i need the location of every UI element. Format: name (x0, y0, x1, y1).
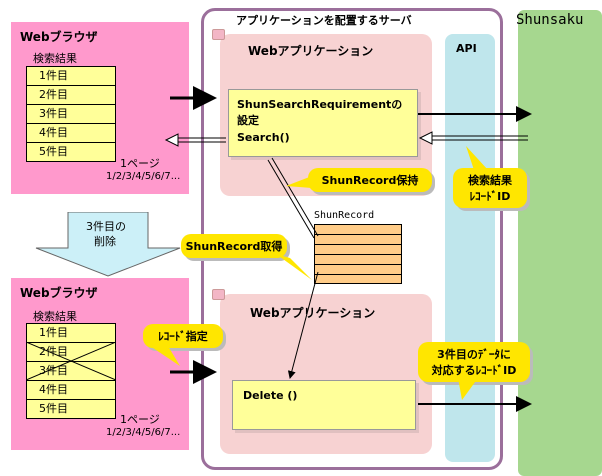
callout-result-record-id: 検索結果 ﾚｺｰﾄﾞID (453, 168, 527, 208)
api-panel (445, 34, 495, 462)
web-app-bottom-title: Webアプリケーション (250, 306, 376, 320)
browser-bottom-results-label: 検索結果 (33, 310, 77, 323)
shunrecord-table (314, 224, 402, 284)
callout-record-specify: ﾚｺｰﾄﾞ指定 (143, 324, 223, 348)
callout-result-line2: ﾚｺｰﾄﾞID (469, 190, 511, 203)
web-app-bottom-tab (212, 289, 225, 300)
table-row (315, 225, 401, 235)
search-call-label: Search() (237, 131, 290, 144)
list-item[interactable]: 5件目 (39, 402, 68, 415)
browser-top-page-label: 1ページ (120, 157, 160, 170)
list-item[interactable]: 1件目 (27, 324, 115, 343)
callout-specify-pointer (150, 346, 180, 366)
get-arrow (287, 271, 319, 379)
list-item[interactable]: 5件目 (39, 145, 68, 158)
callout-delete-pointer (458, 378, 478, 400)
list-item[interactable]: 1件目 (27, 67, 115, 86)
shunsaku-panel (518, 10, 602, 476)
api-label: API (456, 42, 477, 55)
callout-hold-pointer (286, 176, 312, 188)
shunrecord-label: ShunRecord (314, 210, 375, 221)
callout-delete-line1: 3件目のﾃﾞｰﾀに (437, 348, 511, 361)
list-item[interactable]: 4件目 (27, 124, 115, 143)
callout-get-pointer (276, 254, 312, 280)
response-arrowhead-top (164, 133, 179, 147)
hold-arrow-a (267, 159, 315, 239)
search-requirement-label: ShunSearchRequirementの設定 (237, 98, 403, 127)
deleted-row-cross (26, 342, 116, 381)
list-item[interactable]: 3件目 (27, 362, 115, 381)
hold-arrow-b (271, 157, 319, 237)
table-row (315, 245, 401, 255)
browser-top-results-list: 1件目 2件目 3件目 4件目 5件目 (26, 66, 116, 162)
callout-delete-record-id: 3件目のﾃﾞｰﾀに 対応するﾚｺｰﾄﾞID (418, 342, 530, 382)
browser-bottom-results-list: 1件目 2件目 3件目 4件目 5件目 (26, 323, 116, 419)
web-app-top-tab (212, 29, 225, 40)
list-item[interactable]: 2件目 (27, 86, 115, 105)
search-box: ShunSearchRequirementの設定 Search() (228, 89, 418, 157)
browser-top-pager[interactable]: 1/2/3/4/5/6/7... (106, 171, 181, 182)
delete-note-line2: 削除 (94, 235, 116, 248)
server-title: アプリケーションを配置するサーバ (236, 14, 412, 27)
browser-bottom-title: Webブラウザ (20, 286, 98, 300)
list-item[interactable]: 4件目 (27, 381, 115, 400)
web-app-top-title: Webアプリケーション (248, 44, 374, 58)
callout-delete-line2: 対応するﾚｺｰﾄﾞID (431, 364, 517, 377)
list-item[interactable]: 3件目 (27, 105, 115, 124)
table-row (315, 265, 401, 275)
table-row (315, 235, 401, 245)
delete-down-arrow (35, 212, 181, 277)
callout-shunrecord-hold: ShunRecord保持 (308, 168, 432, 192)
browser-top-title: Webブラウザ (20, 30, 98, 44)
result-arrowhead (418, 131, 433, 145)
delete-call-label: Delete () (243, 389, 298, 402)
shunsaku-label: Shunsaku (516, 12, 584, 28)
browser-bottom-page-label: 1ページ (120, 413, 160, 426)
browser-bottom-pager[interactable]: 1/2/3/4/5/6/7... (106, 427, 181, 438)
delete-box: Delete () (232, 380, 416, 430)
delete-note-line1: 3件目の (86, 220, 126, 233)
callout-result-pointer (466, 146, 488, 170)
callout-shunrecord-get: ShunRecord取得 (181, 234, 287, 258)
callout-result-line1: 検索結果 (468, 174, 512, 187)
table-row (315, 255, 401, 265)
browser-top-results-label: 検索結果 (33, 52, 77, 65)
